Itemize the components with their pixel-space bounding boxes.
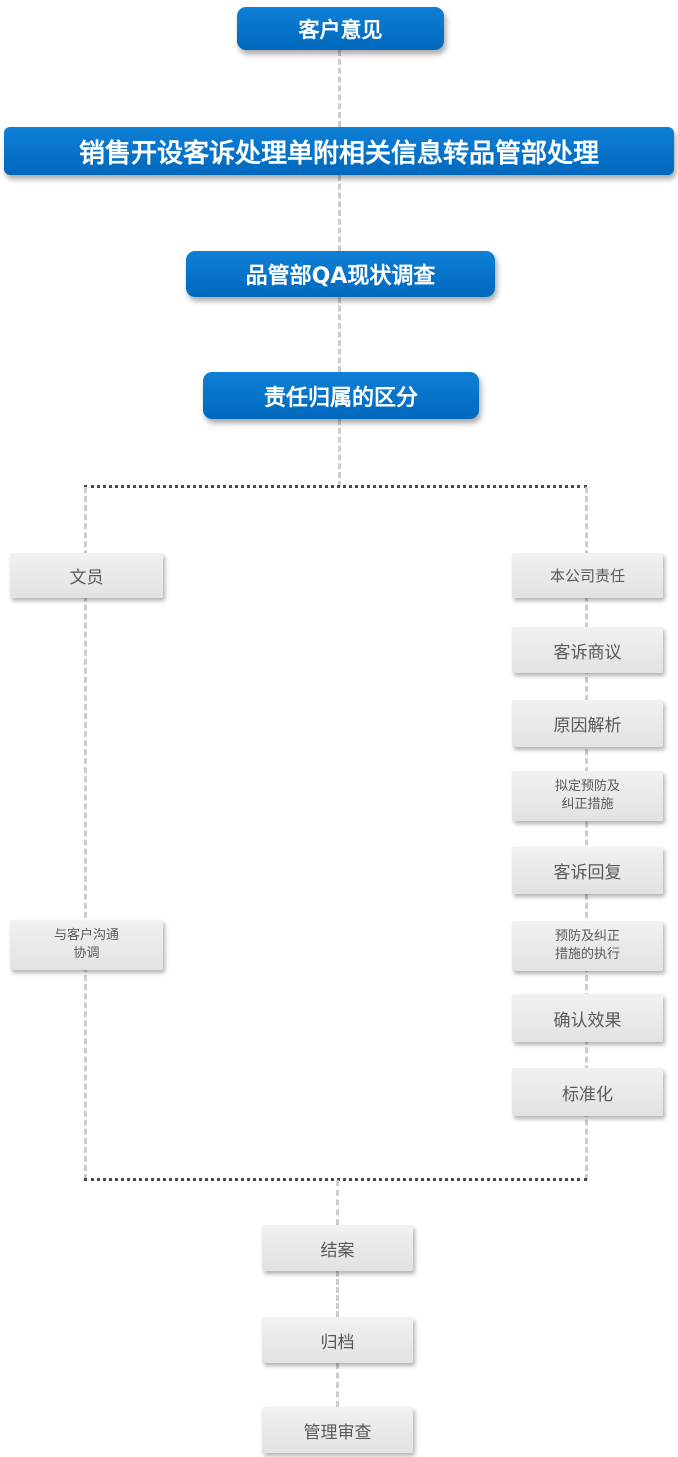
node-complaint-reply: 客诉回复 [512, 847, 663, 894]
connector-merge-to-close [336, 1180, 339, 1225]
connector-left-branch [84, 487, 87, 1180]
node-confirm-effect: 确认效果 [512, 994, 663, 1042]
node-cause-analysis: 原因解析 [512, 700, 663, 747]
node-company-responsibility: 本公司责任 [512, 553, 663, 598]
node-qa-current-state-survey: 品管部QA现状调查 [186, 251, 495, 297]
node-responsibility-division: 责任归属的区分 [203, 372, 479, 419]
node-execute-measures: 预防及纠正 措施的执行 [512, 921, 663, 971]
node-customer-opinion: 客户意见 [237, 7, 444, 50]
connector-qa-to-responsibility [338, 297, 341, 372]
branch-split-line [84, 485, 587, 488]
connector-archive-to-review [336, 1363, 339, 1407]
node-complaint-discussion: 客诉商议 [512, 627, 663, 673]
branch-merge-line [84, 1178, 587, 1181]
node-draft-preventive-measures: 拟定预防及 纠正措施 [512, 771, 663, 821]
node-close-case: 结案 [262, 1225, 413, 1271]
node-clerk: 文员 [10, 553, 163, 598]
connector-responsibility-to-branch [338, 419, 341, 487]
connector-close-to-archive [336, 1271, 339, 1317]
connector-customer-to-sales [338, 50, 341, 127]
connector-sales-to-qa [338, 175, 341, 251]
node-management-review: 管理审查 [262, 1407, 413, 1453]
node-archive: 归档 [262, 1317, 413, 1363]
connector-right-branch [585, 487, 588, 1180]
node-communicate-with-customer: 与客户沟通 协调 [10, 920, 163, 970]
node-sales-complaint-ticket: 销售开设客诉处理单附相关信息转品管部处理 [4, 127, 674, 175]
node-standardization: 标准化 [512, 1068, 663, 1116]
